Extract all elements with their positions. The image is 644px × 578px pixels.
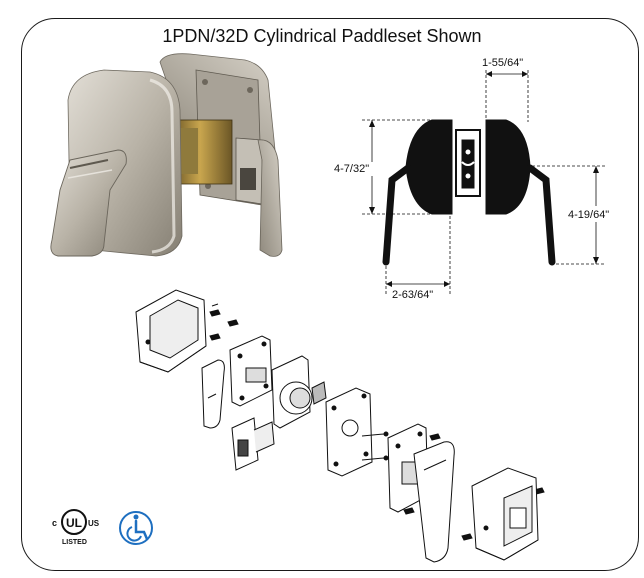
dim-label-top: 1-55/64": [482, 57, 523, 69]
dim-label-right: 4-19/64": [568, 209, 609, 221]
ul-c: c: [52, 518, 57, 528]
ul-listed-icon: UL c US LISTED: [52, 509, 100, 546]
ul-mark: UL: [66, 516, 82, 530]
dim-label-left: 4-7/32": [334, 163, 369, 175]
rounded-frame: [21, 18, 639, 571]
page-title: 1PDN/32D Cylindrical Paddleset Shown: [162, 26, 482, 46]
ul-us: US: [88, 519, 100, 528]
dimension-drawing: [362, 70, 606, 294]
dim-label-bottom: 2-63/64": [392, 289, 433, 301]
paddleset-photo: [50, 53, 283, 257]
wheelchair-accessible-icon: [119, 511, 153, 545]
exploded-view: [135, 289, 545, 563]
ul-listed: LISTED: [62, 539, 87, 546]
